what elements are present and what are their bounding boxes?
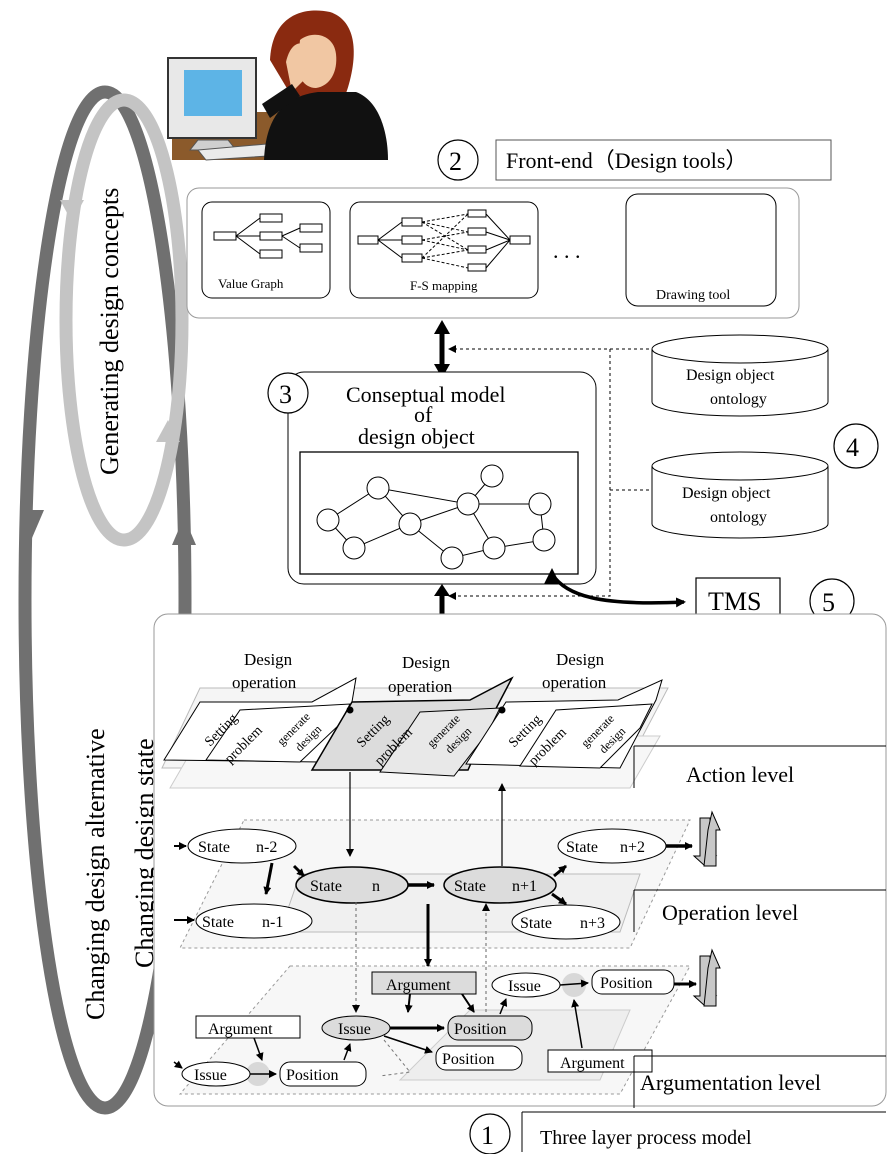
ontology-1-line2: ontology bbox=[710, 391, 767, 408]
value-graph-label: Value Graph bbox=[218, 276, 284, 291]
state-np2: n+2 bbox=[620, 839, 645, 856]
number-2: 2 bbox=[449, 147, 462, 176]
design-op-2-a: Design bbox=[402, 653, 451, 672]
design-op-3-b: operation bbox=[542, 673, 607, 692]
state-n: n bbox=[372, 878, 380, 895]
state-word-np2: State bbox=[566, 839, 598, 856]
argument-right: Argument bbox=[560, 1055, 625, 1072]
position-right: Position bbox=[600, 975, 652, 992]
number-3: 3 bbox=[279, 380, 292, 409]
argument-top: Argument bbox=[386, 977, 451, 994]
three-layer-label: Three layer process model bbox=[540, 1127, 752, 1149]
ontology-cylinder-2: Design object ontology bbox=[651, 451, 829, 539]
number-4: 4 bbox=[846, 433, 859, 462]
conceptual-line2: of bbox=[414, 402, 433, 427]
number-5: 5 bbox=[822, 588, 835, 617]
designer-illustration bbox=[167, 10, 388, 161]
state-n2: n-2 bbox=[256, 839, 277, 856]
drawing-tool-label: Drawing tool bbox=[656, 288, 730, 303]
ontology-1-line1: Design object bbox=[686, 367, 775, 384]
ontology-cylinder-1: Design object ontology bbox=[651, 334, 829, 417]
tms-label: TMS bbox=[708, 587, 761, 616]
three-layer-title: 1 Three layer process model bbox=[469, 1111, 886, 1154]
state-np3: n+3 bbox=[580, 915, 605, 932]
design-op-2-b: operation bbox=[388, 677, 453, 696]
front-end-connector bbox=[434, 320, 450, 378]
conceptual-line1: Conseptual model bbox=[346, 382, 505, 407]
position-lower: Position bbox=[442, 1051, 494, 1068]
position-left: Position bbox=[286, 1067, 338, 1084]
action-level-label: Action level bbox=[686, 762, 794, 787]
argumentation-level-label: Argumentation level bbox=[640, 1070, 821, 1095]
operation-level: State n-2 State n-1 State n State n+1 St… bbox=[174, 772, 886, 949]
conceptual-line3: design object bbox=[358, 424, 475, 449]
state-np1: n+1 bbox=[512, 878, 537, 895]
operation-level-label: Operation level bbox=[662, 900, 798, 925]
tms-block: TMS 5 bbox=[544, 568, 855, 624]
front-end-label: Front-end（Design tools） bbox=[506, 148, 747, 173]
ontology-2-line1: Design object bbox=[682, 485, 771, 502]
ontology-dotted-links bbox=[454, 348, 650, 597]
issue-left: Issue bbox=[194, 1067, 227, 1084]
state-word-n1: State bbox=[202, 914, 234, 931]
design-op-1-b: operation bbox=[232, 673, 297, 692]
design-op-1-a: Design bbox=[244, 650, 293, 669]
ellipsis: . . . bbox=[553, 238, 581, 263]
conceptual-model-panel: 3 Conseptual model of design object bbox=[267, 371, 597, 585]
ontology-2-line2: ontology bbox=[710, 509, 767, 526]
front-end-header: 2 Front-end（Design tools） bbox=[437, 139, 832, 181]
generating-concepts-label: Generating design concepts bbox=[95, 188, 124, 475]
number-1: 1 bbox=[481, 1121, 494, 1150]
changing-alternative-label: Changing design alternative bbox=[81, 728, 110, 1020]
position-center: Position bbox=[454, 1021, 506, 1038]
front-end-panel: Value Graph F-S mapping . . . Drawing to… bbox=[186, 187, 800, 319]
state-word-n2: State bbox=[198, 839, 230, 856]
action-level: Design operation Design operation Design… bbox=[161, 650, 886, 789]
design-op-3-a: Design bbox=[556, 650, 605, 669]
state-word-n: State bbox=[310, 878, 342, 895]
state-word-np1: State bbox=[454, 878, 486, 895]
inner-loop bbox=[59, 93, 189, 547]
state-word-np3: State bbox=[520, 915, 552, 932]
outer-loop bbox=[18, 85, 196, 1115]
argumentation-level: Argument Argument Argument Issue Issue I… bbox=[173, 902, 886, 1108]
issue-right: Issue bbox=[508, 978, 541, 995]
argument-left: Argument bbox=[208, 1021, 273, 1038]
state-n1: n-1 bbox=[262, 914, 283, 931]
issue-center: Issue bbox=[338, 1021, 371, 1038]
fs-mapping-label: F-S mapping bbox=[410, 278, 478, 293]
